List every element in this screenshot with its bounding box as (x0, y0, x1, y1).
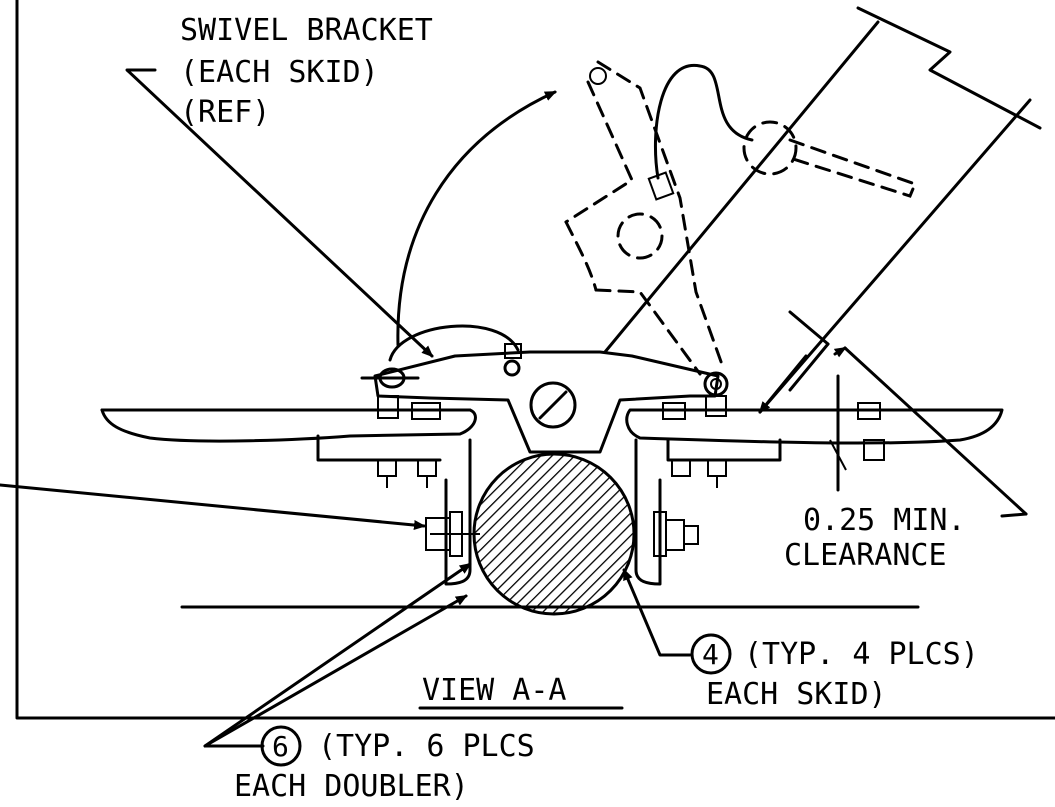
swivel-bracket (373, 324, 720, 454)
left-skid (100, 402, 477, 488)
item4-leader (622, 568, 692, 657)
view-title: VIEW A-A (422, 673, 567, 708)
right-bolt (703, 371, 729, 417)
item6-leader-branch (203, 594, 468, 748)
swivel-leader (125, 68, 434, 358)
each-skid-label: (EACH SKID) (180, 55, 379, 90)
item4-qty: (TYP. 4 PLCS) (744, 637, 979, 672)
left-pin (360, 367, 420, 419)
tube-section (472, 452, 636, 616)
item6-note: EACH DOUBLER) (234, 769, 469, 804)
swivel-bracket-label: SWIVEL BRACKET (180, 13, 433, 48)
right-skid (625, 374, 1004, 492)
item6-number: 6 (272, 730, 289, 763)
view-border (15, 0, 1055, 720)
rotation-arrow (396, 90, 557, 347)
cut-tube (603, 6, 1042, 414)
clearance-label: CLEARANCE (784, 538, 947, 573)
left-leader (0, 483, 426, 531)
item4-note: EACH SKID) (706, 677, 887, 712)
item4-balloon (690, 633, 732, 675)
clearance-dimension (758, 310, 1028, 518)
item4-number: 4 (702, 638, 719, 671)
item6-qty: (TYP. 6 PLCS (318, 729, 535, 764)
phantom-handle (564, 60, 917, 376)
clearance-value: 0.25 MIN. (803, 503, 966, 538)
ref-label: (REF) (180, 95, 270, 130)
side-bolts (425, 511, 699, 557)
item6-balloon (260, 725, 302, 767)
